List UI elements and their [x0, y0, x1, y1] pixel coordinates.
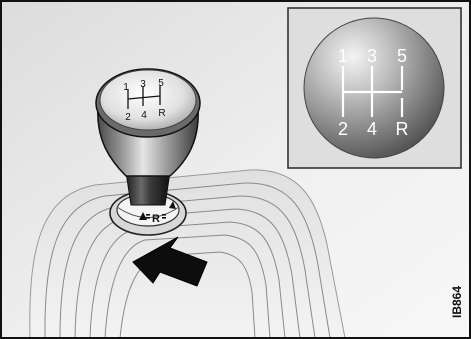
gear-boot	[30, 170, 345, 338]
knob-gear-1: 1	[123, 82, 129, 93]
collar-r-label: R	[152, 213, 160, 225]
inset-gear-3: 3	[367, 46, 377, 66]
knob-gear-r: R	[158, 108, 165, 119]
knob-gear-3: 3	[140, 79, 146, 90]
knob-gear-5: 5	[158, 78, 164, 89]
knob-gear-2: 2	[125, 112, 131, 123]
inset-gear-r: R	[396, 119, 409, 139]
gear-stem	[126, 172, 170, 205]
gear-knob	[96, 69, 200, 176]
inset-gear-4: 4	[367, 119, 377, 139]
shift-pattern-inset: 1 3 5 2 4 R	[288, 8, 461, 168]
inset-gear-5: 5	[397, 46, 407, 66]
knob-gear-4: 4	[141, 110, 147, 121]
figure-code: IB864	[450, 286, 464, 318]
inset-gear-2: 2	[338, 119, 348, 139]
inset-gear-1: 1	[338, 46, 348, 66]
